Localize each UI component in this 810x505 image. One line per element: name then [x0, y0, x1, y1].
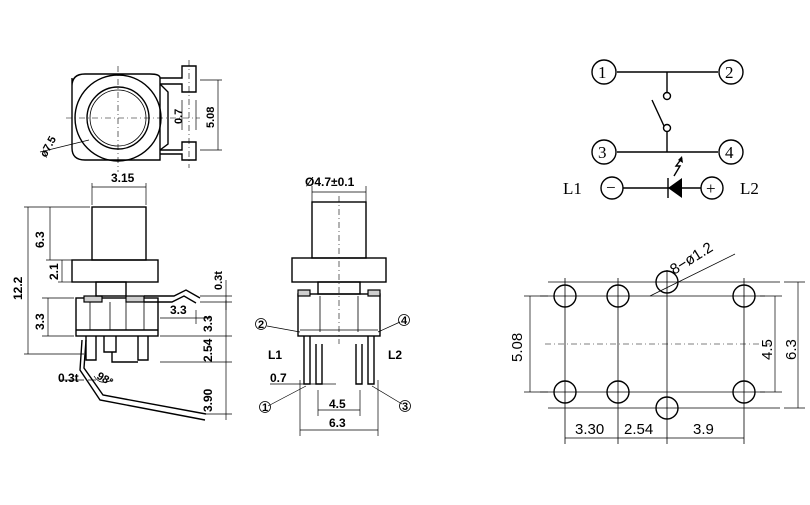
footprint-6-3-label: 6.3: [783, 339, 800, 360]
footprint-3-9-label: 3.9: [693, 421, 714, 438]
footprint-holes-label: 8−ø1.2: [667, 239, 716, 278]
side-3-90-label: 3.90: [201, 388, 215, 412]
front-pin4-label: 4: [401, 315, 408, 327]
side-3-3-height-label: 3.3: [33, 313, 47, 330]
footprint-2-54-label: 2.54: [624, 421, 653, 438]
front-4-5-label: 4.5: [329, 397, 346, 411]
schematic-l1: L1: [563, 179, 582, 198]
side-3-3b-label: 3.3: [201, 315, 215, 332]
footprint-4-5-label: 4.5: [759, 339, 776, 360]
side-12-2-label: 12.2: [11, 276, 25, 300]
schematic-node-3: 3: [598, 143, 607, 162]
front-l1-label: L1: [268, 348, 282, 362]
schematic-node-2: 2: [725, 63, 734, 82]
schematic-l2: L2: [740, 179, 759, 198]
front-view: [255, 186, 411, 436]
top-view: [39, 60, 222, 172]
top-0-7-label: 0.7: [173, 109, 185, 124]
side-6-3-label: 6.3: [33, 231, 47, 248]
side-3-15-label: 3.15: [111, 171, 135, 185]
schematic-node-4: 4: [725, 143, 734, 162]
side-3-3-width-label: 3.3: [170, 303, 187, 317]
side-2-54-label: 2.54: [201, 338, 215, 362]
side-0-3t-label: 0.3t: [213, 271, 225, 290]
front-pin3-label: 3: [402, 401, 408, 413]
footprint: [524, 253, 805, 444]
front-6-3-label: 6.3: [329, 416, 346, 430]
top-dia-label: ø7.5: [38, 134, 59, 159]
front-l2-label: L2: [388, 348, 402, 362]
side-2-1-label: 2.1: [47, 263, 61, 280]
footprint-5-08-label: 5.08: [509, 333, 526, 362]
front-0-7-label: 0.7: [270, 371, 287, 385]
top-5-08-label: 5.08: [205, 107, 217, 128]
side-0-3t-lead-label: 0.3t: [58, 371, 79, 385]
schematic: [591, 59, 744, 200]
front-cap-dia-label: Ø4.7±0.1: [305, 175, 355, 189]
front-pin1-label: 1: [262, 402, 268, 414]
side-view: [24, 183, 232, 421]
schematic-minus: −: [606, 178, 616, 197]
front-pin2-label: 2: [258, 319, 264, 331]
footprint-3-30-label: 3.30: [575, 421, 604, 438]
schematic-plus: +: [706, 179, 716, 198]
schematic-node-1: 1: [598, 63, 607, 82]
